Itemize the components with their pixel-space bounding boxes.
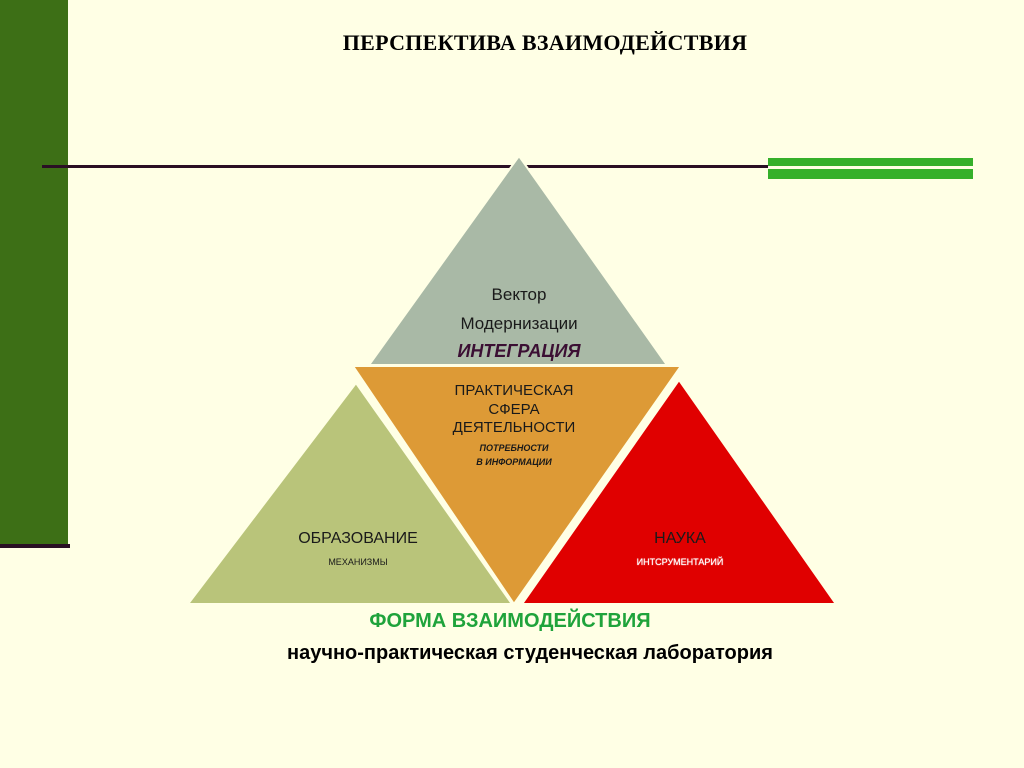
- left-triangle: [185, 381, 514, 605]
- top-line-integration: ИНТЕГРАЦИЯ: [457, 341, 581, 361]
- green-accent-lines: [768, 158, 973, 180]
- center-triangle: [351, 365, 683, 606]
- center-sub-needs: ПОТРЕБНОСТИ: [479, 443, 549, 453]
- header-divider-line: [42, 165, 772, 168]
- right-sub-instruments: ИНТСРУМЕНТАРИЙ: [636, 557, 724, 567]
- top-line-modernization: Модернизации: [460, 314, 578, 333]
- right-triangle: [520, 378, 838, 605]
- center-sub-information: В ИНФОРМАЦИИ: [476, 457, 552, 467]
- center-line-practical: ПРАКТИЧЕСКАЯ: [454, 382, 574, 399]
- left-sub-mechanisms: МЕХАНИЗМЫ: [328, 557, 388, 567]
- form-subtitle: научно-практическая студенческая лаборат…: [287, 642, 773, 664]
- top-line-vector: Вектор: [491, 285, 547, 304]
- page-title: ПЕРСПЕКТИВА ВЗАИМОДЕЙСТВИЯ: [342, 30, 748, 55]
- center-line-sphere: СФЕРА: [488, 401, 540, 418]
- left-title-education: ОБРАЗОВАНИЕ: [298, 530, 418, 547]
- left-decor-underline: [0, 544, 70, 548]
- form-title: ФОРМА ВЗАИМОДЕЙСТВИЯ: [369, 610, 651, 632]
- center-line-activity: ДЕЯТЕЛЬНОСТИ: [452, 419, 576, 436]
- right-title-science: НАУКА: [654, 530, 706, 547]
- left-decor-bar: [0, 0, 68, 545]
